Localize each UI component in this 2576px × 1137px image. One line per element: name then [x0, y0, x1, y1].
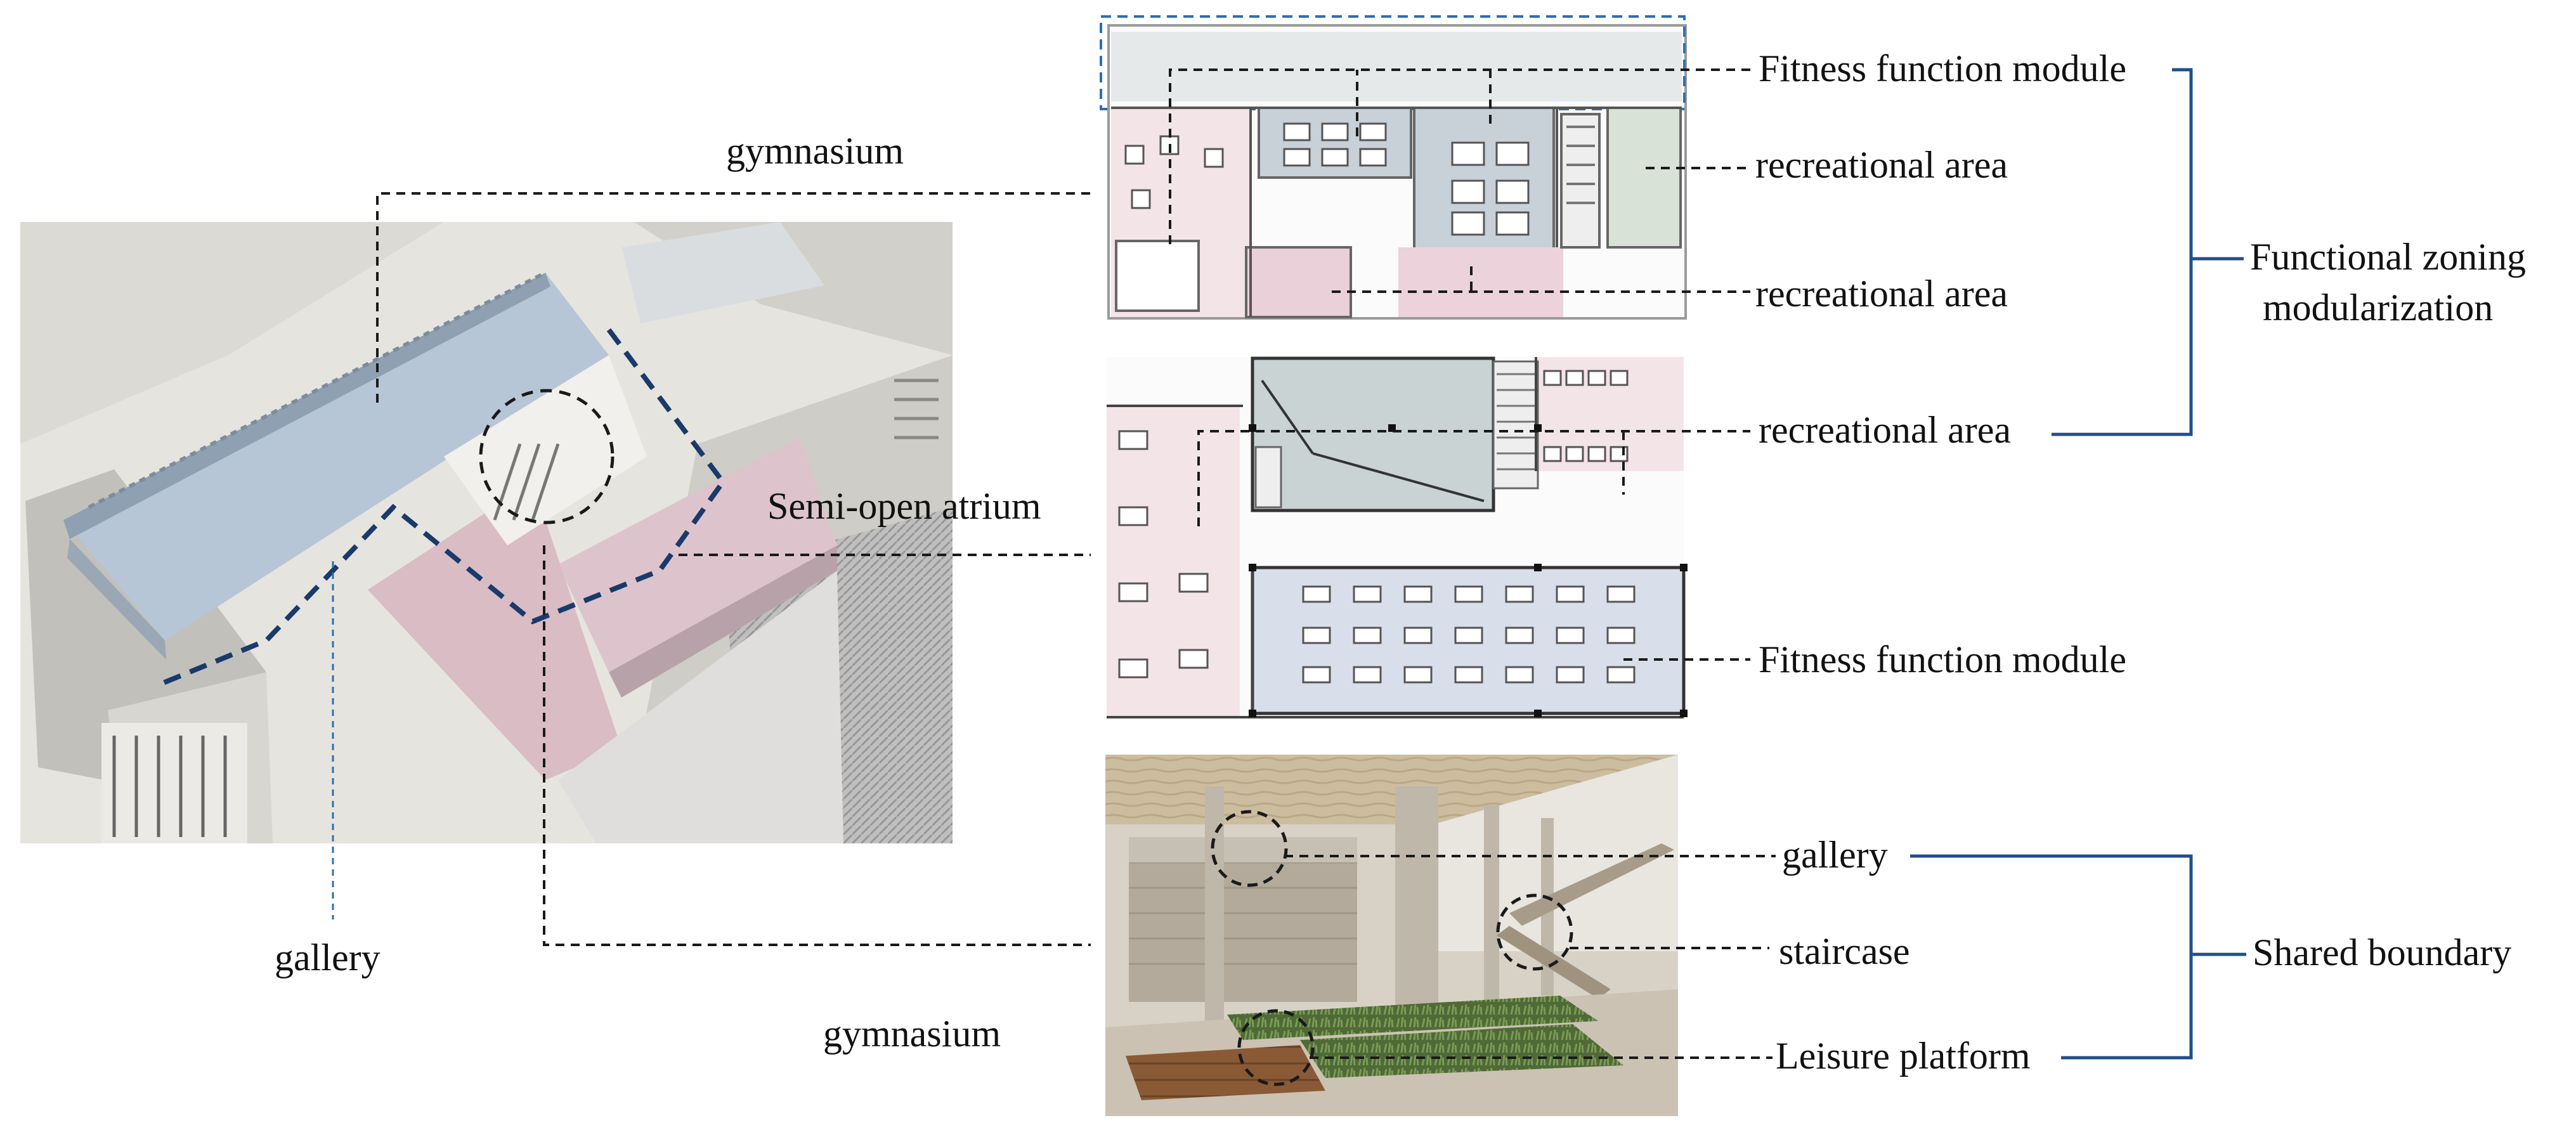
- label-gallery-left: gallery: [275, 937, 381, 978]
- group-label-shared-boundary: Shared boundary: [2253, 932, 2511, 973]
- label-fitness-module-top: Fitness function module: [1759, 48, 2126, 89]
- leader-gymnasium-bottom: [543, 545, 1091, 946]
- interior-render: [1105, 755, 1678, 1116]
- label-recreational-area-2: recreational area: [1755, 273, 2008, 315]
- group-label-functional-zoning-2: modularization: [2263, 287, 2493, 328]
- label-recreational-area-1: recreational area: [1755, 144, 2008, 186]
- label-leisure-platform: Leisure platform: [1776, 1035, 2031, 1077]
- label-gallery-right: gallery: [1782, 834, 1888, 876]
- label-fitness-module-mid: Fitness function module: [1759, 639, 2126, 680]
- bracket-shared-boundary: [1910, 854, 2246, 1060]
- leader-recreational-3: [1197, 430, 1750, 526]
- gymnasium-block: [63, 271, 609, 659]
- label-gymnasium-bottom: gymnasium: [823, 1013, 1001, 1055]
- fitness-module-highlight: [1100, 15, 1686, 110]
- floor-plan-lower: [1107, 356, 1688, 718]
- group-label-functional-zoning-1: Functional zoning: [2250, 236, 2526, 278]
- leader-gymnasium-top: [376, 192, 1091, 403]
- label-semi-open-atrium: Semi-open atrium: [767, 485, 1041, 527]
- label-staircase: staircase: [1779, 930, 1910, 972]
- gymnasium-boundary-dash: [157, 328, 726, 687]
- label-gymnasium-top: gymnasium: [726, 130, 904, 172]
- gallery-highlight-circle: [1211, 810, 1288, 887]
- floor-plan-upper: [1100, 15, 1687, 320]
- leader-lines: [376, 68, 1776, 1059]
- atrium-highlight-circle: [479, 389, 615, 524]
- leader-fitness-top: [1169, 68, 1750, 244]
- label-recreational-area-3: recreational area: [1759, 409, 2011, 451]
- platform-highlight-circle: [1237, 1009, 1315, 1086]
- bracket-functional-zoning: [2052, 68, 2244, 436]
- staircase-highlight-circle: [1496, 893, 1573, 971]
- aerial-view-render: [20, 222, 953, 843]
